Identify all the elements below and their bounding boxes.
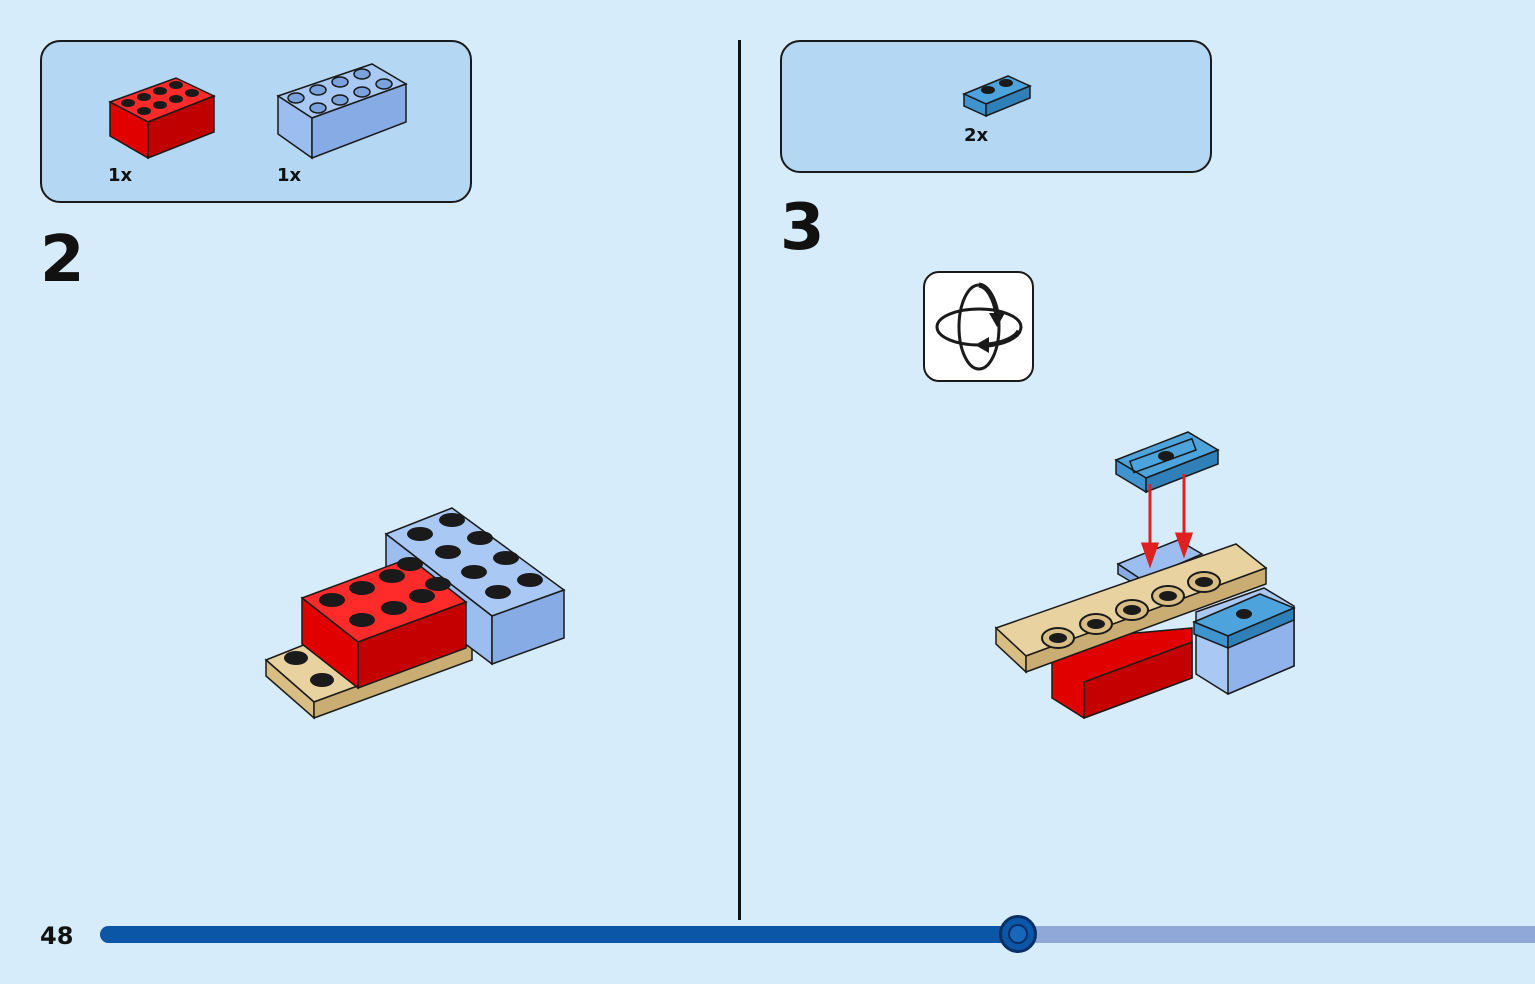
- part-quantity-blue-plate: 2x: [964, 125, 989, 146]
- page-divider: [738, 40, 741, 920]
- progress-bar-fill: [100, 926, 1019, 943]
- rotate-model-icon: [935, 282, 1023, 371]
- part-quantity-blue-brick: 1x: [277, 165, 302, 186]
- red-2x4-brick-icon: [108, 77, 216, 160]
- step-number-2: 2: [40, 223, 85, 297]
- step-number-3: 3: [780, 191, 825, 265]
- blue-1x2-plate-icon: [962, 75, 1032, 118]
- light-blue-2x4-brick-icon: [276, 63, 408, 160]
- progress-bar: [100, 926, 1535, 943]
- parts-list-box: 1x 1x: [40, 40, 472, 203]
- page-number: 48: [40, 922, 74, 950]
- progress-indicator-knob: [999, 915, 1038, 953]
- step-2-model-illustration: [264, 507, 566, 720]
- parts-list-box: 2x: [780, 40, 1212, 173]
- rotate-model-callout: [923, 271, 1034, 382]
- step-3-model-illustration: [994, 431, 1296, 720]
- part-quantity-red-brick: 1x: [108, 165, 133, 186]
